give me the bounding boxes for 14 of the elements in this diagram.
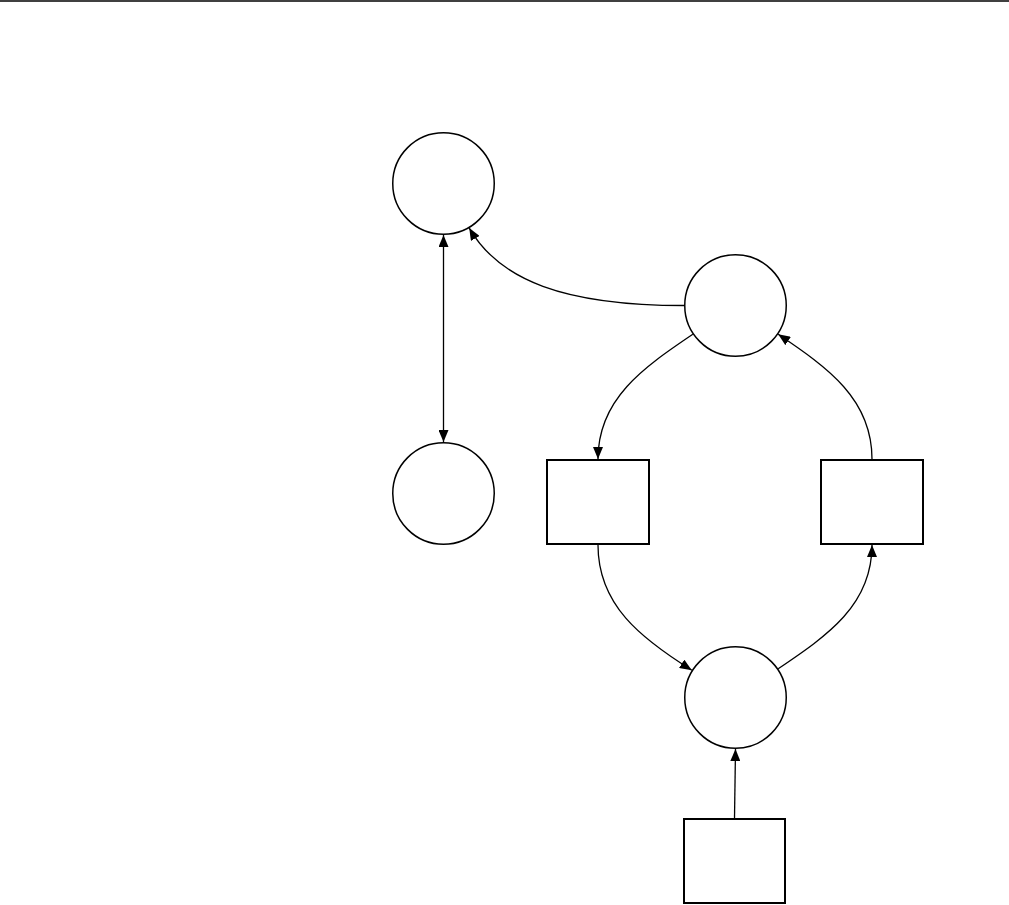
- rectangle-node: [546, 459, 650, 545]
- double-headed-arrow: [438, 234, 449, 443]
- arrow: [777, 544, 877, 670]
- circle-node: [392, 442, 495, 545]
- rectangle-node: [683, 818, 786, 904]
- arrow: [468, 227, 685, 307]
- rectangle-node: [820, 459, 924, 545]
- arrow: [597, 544, 693, 671]
- arrow: [593, 333, 694, 460]
- circle-node: [684, 646, 787, 749]
- circle-node: [392, 132, 495, 235]
- arrow: [777, 333, 873, 460]
- circle-node: [684, 254, 787, 357]
- arrow: [730, 748, 741, 819]
